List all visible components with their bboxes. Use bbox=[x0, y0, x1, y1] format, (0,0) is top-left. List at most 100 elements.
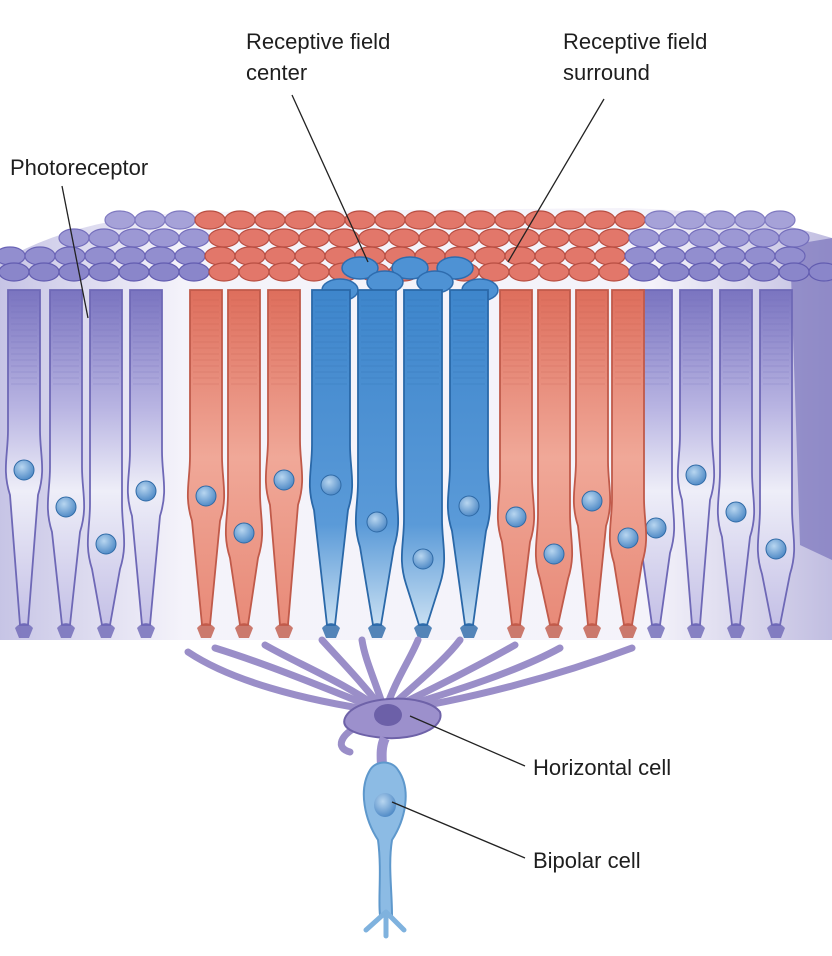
photoreceptor-cap bbox=[534, 246, 566, 266]
photoreceptor-cap bbox=[554, 210, 586, 230]
photoreceptor-cap bbox=[118, 262, 150, 282]
photoreceptor-cap bbox=[464, 210, 496, 230]
surround-label-line2: surround bbox=[563, 60, 650, 85]
photoreceptor-cap bbox=[178, 228, 210, 248]
photoreceptor-cap bbox=[508, 262, 540, 282]
photoreceptor-cap bbox=[174, 246, 206, 266]
photoreceptor-cap bbox=[714, 246, 746, 266]
photoreceptor-cap bbox=[748, 262, 780, 282]
cell-nucleus bbox=[195, 485, 217, 507]
bipolar-cell-label: Bipolar cell bbox=[533, 848, 641, 873]
synaptic-terminal bbox=[368, 623, 386, 638]
photoreceptor-cap bbox=[238, 262, 270, 282]
photoreceptor-cap bbox=[254, 210, 286, 230]
photoreceptor-cap bbox=[568, 228, 600, 248]
surround-leader bbox=[507, 98, 605, 263]
synaptic-terminal bbox=[727, 623, 745, 638]
photoreceptor-cap bbox=[808, 262, 832, 282]
cell-nucleus bbox=[95, 533, 117, 555]
photoreceptor-cell bbox=[400, 289, 446, 626]
photoreceptor-cell bbox=[86, 289, 126, 626]
photoreceptor-cap bbox=[474, 246, 506, 266]
photoreceptor-cap bbox=[178, 262, 210, 282]
synaptic-terminal bbox=[414, 623, 432, 638]
photoreceptor-cap bbox=[478, 228, 510, 248]
synaptic-terminal bbox=[545, 623, 563, 638]
photoreceptor-cap bbox=[88, 262, 120, 282]
photoreceptor-cap bbox=[204, 246, 236, 266]
photoreceptor-cap bbox=[374, 210, 406, 230]
photoreceptor-cap bbox=[208, 262, 240, 282]
horizontal-cell-leader bbox=[409, 715, 526, 767]
photoreceptor-cap bbox=[148, 262, 180, 282]
bipolar-cell bbox=[362, 761, 407, 939]
photoreceptor-cap bbox=[658, 262, 690, 282]
photoreceptor-cap bbox=[628, 228, 660, 248]
photoreceptor-cap bbox=[28, 262, 60, 282]
photoreceptor-cap bbox=[448, 228, 480, 248]
photoreceptor-cap bbox=[568, 262, 600, 282]
synaptic-terminal bbox=[619, 623, 637, 638]
cell-nucleus bbox=[725, 501, 747, 523]
photoreceptor-cap bbox=[54, 246, 86, 266]
photoreceptor-cap bbox=[238, 228, 270, 248]
photoreceptor-leader bbox=[61, 185, 89, 319]
synaptic-terminal bbox=[322, 623, 340, 638]
photoreceptor-cap bbox=[298, 228, 330, 248]
photoreceptor-label: Photoreceptor bbox=[10, 155, 148, 180]
photoreceptor-cap bbox=[594, 246, 626, 266]
synaptic-terminal bbox=[97, 623, 115, 638]
center-cap bbox=[391, 256, 429, 280]
labels: Photoreceptor Receptive field center Rec… bbox=[10, 29, 707, 873]
photoreceptor-cap bbox=[504, 246, 536, 266]
photoreceptor-cap bbox=[0, 262, 30, 282]
photoreceptor-cap bbox=[688, 262, 720, 282]
cell-nucleus bbox=[458, 495, 480, 517]
photoreceptor-cap bbox=[684, 246, 716, 266]
center-leader bbox=[291, 94, 369, 263]
cell-nucleus bbox=[273, 469, 295, 491]
photoreceptor-cap bbox=[774, 246, 806, 266]
cell-nucleus bbox=[543, 543, 565, 565]
photoreceptor-cap bbox=[628, 262, 660, 282]
photoreceptor-cap bbox=[614, 210, 646, 230]
photoreceptor-cap bbox=[748, 228, 780, 248]
cell-nucleus bbox=[55, 496, 77, 518]
synaptic-terminal bbox=[767, 623, 785, 638]
photoreceptor-cap bbox=[84, 246, 116, 266]
photoreceptor-columns bbox=[4, 289, 796, 638]
photoreceptor-cap bbox=[778, 228, 810, 248]
center-label-line1: Receptive field bbox=[246, 29, 390, 54]
bipolar-cell-leader bbox=[391, 801, 526, 859]
photoreceptor-cap bbox=[118, 228, 150, 248]
photoreceptor-cap bbox=[224, 210, 256, 230]
photoreceptor-cap bbox=[718, 228, 750, 248]
photoreceptor-cap bbox=[88, 228, 120, 248]
horizontal-cell-label: Horizontal cell bbox=[533, 755, 671, 780]
photoreceptor-cap bbox=[688, 228, 720, 248]
cell-nucleus bbox=[366, 511, 388, 533]
cell-nucleus bbox=[412, 548, 434, 570]
photoreceptor-cap bbox=[564, 246, 596, 266]
photoreceptor-cap bbox=[538, 262, 570, 282]
synaptic-terminal bbox=[197, 623, 215, 638]
synaptic-terminal bbox=[507, 623, 525, 638]
photoreceptor-cap bbox=[58, 262, 90, 282]
synaptic-terminal bbox=[15, 623, 33, 638]
photoreceptor-cap bbox=[418, 228, 450, 248]
photoreceptor-cap bbox=[644, 210, 676, 230]
synaptic-terminal bbox=[275, 623, 293, 638]
photoreceptor-cap bbox=[24, 246, 56, 266]
synaptic-terminal bbox=[57, 623, 75, 638]
photoreceptor-cap bbox=[598, 228, 630, 248]
leader-lines bbox=[61, 94, 605, 859]
cell-nucleus bbox=[581, 490, 603, 512]
photoreceptor-cap bbox=[404, 210, 436, 230]
photoreceptor-cap bbox=[284, 210, 316, 230]
photoreceptor-cap bbox=[718, 262, 750, 282]
cell-nucleus bbox=[505, 506, 527, 528]
cell-nucleus bbox=[765, 538, 787, 560]
photoreceptor-cap bbox=[538, 228, 570, 248]
photoreceptor-cap bbox=[114, 246, 146, 266]
